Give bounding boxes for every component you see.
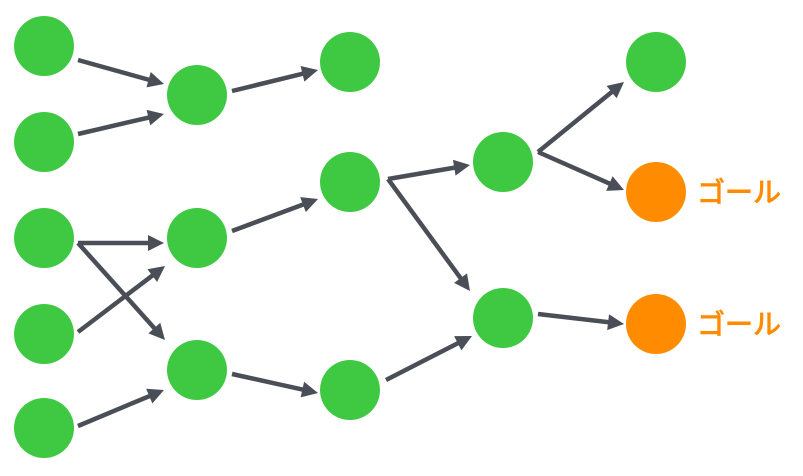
edge-b3-c3 [231,371,318,398]
edge-line [77,57,152,83]
arrowhead [300,66,318,82]
edge-line [231,71,305,94]
edge-line [231,201,306,234]
edge-a3-b2 [78,235,164,251]
edge-line [231,371,305,393]
arrowhead [146,71,164,88]
edge-a1-b1 [77,57,164,88]
arrowhead [300,197,318,213]
node-e1 [626,32,686,92]
arrowhead [606,82,624,99]
edge-line [77,393,152,429]
goal-label: ゴール [697,308,781,341]
node-b2 [167,208,227,268]
arrowhead [454,336,472,351]
edge-line [387,165,457,182]
edge-line [77,114,151,137]
arrowhead [452,159,470,176]
edge-a4-b2 [76,266,165,334]
edge-line [537,311,611,325]
arrowhead [300,381,318,398]
node-d2 [473,288,533,348]
edge-line [76,241,158,332]
node-a4 [14,304,74,364]
arrowhead [146,109,164,126]
node-a3 [14,208,74,268]
arrowhead [454,273,470,291]
arrowhead [146,388,164,404]
edge-d2-g2 [537,311,624,331]
edge-b1-c1 [231,66,318,94]
node-a1 [14,16,74,76]
edge-line [537,149,613,187]
edge-b2-c2 [231,197,318,234]
node-c1 [320,32,380,92]
edge-d1-e1 [536,82,624,154]
node-d1 [473,132,533,192]
node-a2 [14,112,74,172]
goal-label: ゴール [697,176,781,209]
arrowhead [148,322,165,340]
node-a5 [14,398,74,458]
arrowhead [607,314,624,331]
nodes-layer [14,16,686,458]
edge-c2-d2 [386,177,470,291]
node-b3 [167,340,227,400]
edges-layer [76,57,624,429]
edge-line [536,89,615,154]
node-c3 [320,360,380,420]
goal-node-g2 [626,294,686,354]
edge-c3-d2 [384,336,472,383]
edge-c2-d1 [387,159,470,182]
arrowhead [148,235,164,251]
edge-line [76,272,156,334]
edge-a3-b3 [76,241,165,340]
edge-line [384,340,461,383]
node-c2 [320,152,380,212]
edge-line [386,177,464,282]
edge-a5-b3 [77,388,164,429]
arrowhead [606,176,624,191]
edge-a2-b1 [77,109,164,137]
goal-node-g1 [626,162,686,222]
arrowhead [147,266,165,283]
node-b1 [167,65,227,125]
edge-d1-g1 [537,149,624,191]
